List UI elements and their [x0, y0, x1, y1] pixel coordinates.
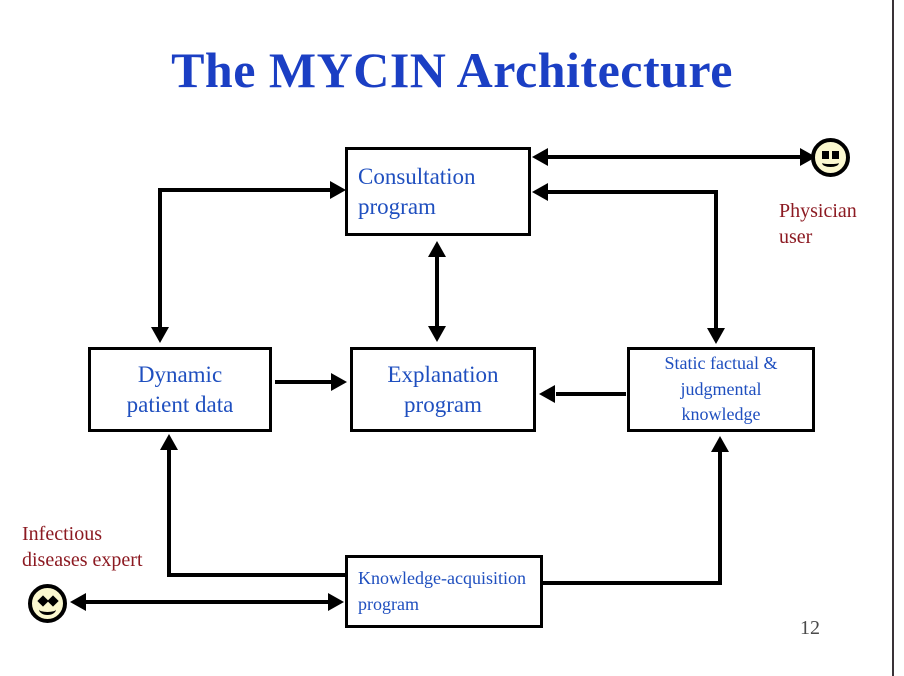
connector-knowledge-static-vertical [718, 450, 722, 583]
connector-physician-consultation-line [548, 155, 810, 159]
connector-consultation-dynamic-arrowhead-down [151, 327, 169, 343]
connector-expert-knowledge-arrowhead-right [328, 593, 344, 611]
slide-title: The MYCIN Architecture [171, 42, 733, 98]
actor-label-infectious-diseases-expert-line-1: Infectious [22, 523, 102, 545]
actor-label-infectious-diseases-expert-line-2: diseases expert [22, 549, 143, 572]
node-static-knowledge-line-3: knowledge [681, 404, 761, 425]
node-dynamic-patient-data[interactable]: Dynamic patient data [88, 347, 272, 432]
connector-consultation-explanation-line [435, 255, 439, 327]
actor-label-physician-user: Physician user [779, 198, 894, 251]
node-static-knowledge[interactable]: Static factual & judgmental knowledge [627, 347, 815, 432]
connector-physician-consultation-arrowhead-left [532, 148, 548, 166]
connector-knowledge-static-arrowhead-up [711, 436, 729, 452]
connector-consultation-explanation-arrowhead-down [428, 326, 446, 342]
connector-consultation-dynamic-horizontal [158, 188, 332, 192]
connector-expert-knowledge-line [86, 600, 336, 604]
connector-consultation-static-arrowhead-down [707, 328, 725, 344]
connector-consultation-static-horizontal [548, 190, 718, 194]
node-explanation-program[interactable]: Explanation program [350, 347, 536, 432]
smiley-eye-right-icon [832, 151, 839, 159]
smiley-mouth-icon [39, 604, 56, 615]
smiley-mouth-icon [822, 159, 839, 167]
node-knowledge-acquisition-program[interactable]: Knowledge-acquisition program [345, 555, 543, 628]
node-knowledge-acquisition-program-line-1: Knowledge-acquisition [358, 568, 526, 589]
connector-consultation-dynamic-vertical [158, 188, 162, 328]
actor-label-physician-user-line-1: Physician [779, 200, 857, 222]
connector-consultation-static-vertical [714, 190, 718, 329]
smiley-face-icon-physician [811, 138, 850, 177]
connector-knowledge-dynamic-arrowhead-up [160, 434, 178, 450]
connector-expert-knowledge-arrowhead-left [70, 593, 86, 611]
node-explanation-program-line-1: Explanation [387, 362, 499, 388]
node-consultation-program-line-2: program [358, 193, 436, 219]
connector-knowledge-dynamic-vertical [167, 448, 171, 577]
node-static-knowledge-line-1: Static factual & [664, 353, 778, 374]
connector-dynamic-explanation-arrowhead [331, 373, 347, 391]
connector-static-explanation-line [556, 392, 626, 396]
node-explanation-program-line-2: program [404, 391, 482, 417]
connector-consultation-dynamic-arrowhead-right [330, 181, 346, 199]
page-number: 12 [800, 617, 820, 639]
connector-knowledge-dynamic-horizontal [167, 573, 347, 577]
connector-consultation-explanation-arrowhead-up [428, 241, 446, 257]
node-consultation-program[interactable]: Consultation program [345, 147, 531, 236]
actor-label-infectious-diseases-expert: Infectious diseases expert [22, 521, 242, 574]
node-knowledge-acquisition-program-line-2: program [358, 593, 419, 614]
node-consultation-program-line-1: Consultation [358, 164, 476, 190]
smiley-face-icon-expert [28, 584, 67, 623]
actor-label-physician-user-line-2: user [779, 226, 813, 249]
connector-static-explanation-arrowhead [539, 385, 555, 403]
node-dynamic-patient-data-line-2: patient data [126, 391, 234, 417]
node-dynamic-patient-data-line-1: Dynamic [137, 362, 223, 388]
slide-right-edge-rule [892, 0, 894, 676]
connector-knowledge-static-horizontal [541, 581, 722, 585]
connector-dynamic-explanation-line [275, 380, 333, 384]
connector-consultation-static-arrowhead-left [532, 183, 548, 201]
node-static-knowledge-line-2: judgmental [680, 378, 762, 399]
smiley-eye-left-icon [822, 151, 829, 159]
